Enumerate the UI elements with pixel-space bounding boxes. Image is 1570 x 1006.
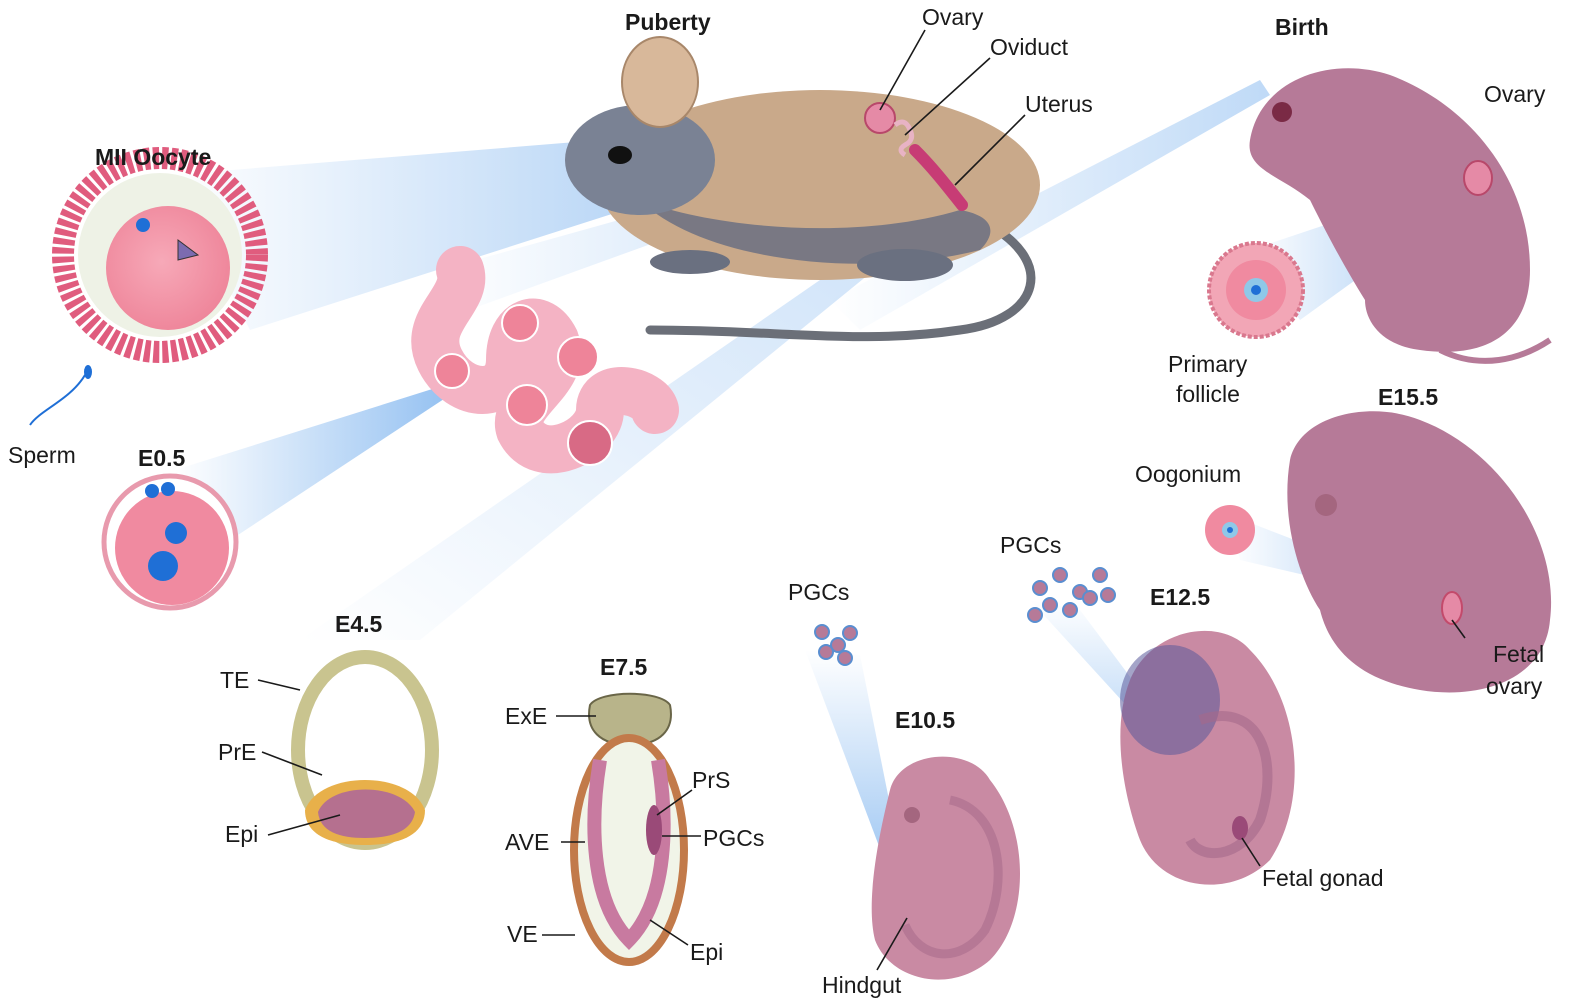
stage-label-e155: E15.5 <box>1378 384 1438 410</box>
oviduct-coil <box>411 246 679 474</box>
oogonium-nucleolus <box>1227 527 1233 533</box>
spindle-icon <box>177 239 200 261</box>
oviduct-embryo-3 <box>557 336 599 378</box>
cumulus-cells <box>52 147 268 363</box>
stage-label-e05: E0.5 <box>138 445 186 471</box>
mii-oocyte <box>29 147 268 426</box>
label-epi-e75: Epi <box>690 939 723 965</box>
sperm-head-icon <box>84 365 92 379</box>
label-pre: PrE <box>218 739 256 765</box>
e05-zygote <box>101 473 239 611</box>
label-primary-follicle-1: Primary <box>1168 351 1248 377</box>
label-exe: ExE <box>505 703 547 729</box>
label-fetal-gonad: Fetal gonad <box>1262 865 1383 891</box>
mouse-belly-shadow <box>640 200 991 264</box>
stage-label-puberty: Puberty <box>625 9 711 35</box>
pup-body <box>1249 68 1530 352</box>
blastocyst-epiblast <box>318 789 415 838</box>
label-epi-e45: Epi <box>225 821 258 847</box>
e155-fetus <box>1205 411 1552 693</box>
e75-egg-cylinder <box>570 692 688 966</box>
zygote-polar-body-2 <box>161 482 175 496</box>
pronucleus-1 <box>165 522 187 544</box>
ovary-organ <box>864 102 896 134</box>
oviduct-organ <box>893 119 915 158</box>
newborn-pup <box>1249 68 1552 364</box>
label-pgcs-e125: PGCs <box>1000 532 1061 558</box>
polar-body-icon <box>136 218 150 232</box>
primitive-streak <box>646 805 662 855</box>
oocyte-cytoplasm <box>106 206 230 330</box>
e105-spine <box>900 795 1003 959</box>
pup-tail <box>1438 337 1552 364</box>
label-uterus: Uterus <box>1025 91 1093 117</box>
reproductive-tract <box>864 102 968 211</box>
beam-oviduct-to-embryo <box>175 385 450 560</box>
pgcs-cluster-e125 <box>1027 567 1116 623</box>
oviduct-embryo-1 <box>434 353 470 389</box>
e105-eye-icon <box>904 807 920 823</box>
e155-fetal-ovary <box>1441 591 1463 625</box>
stage-label-mii-oocyte: MII Oocyte <box>95 144 211 170</box>
zygote-polar-body-1 <box>145 484 159 498</box>
label-ve: VE <box>507 921 538 947</box>
e105-embryo <box>814 624 1020 980</box>
label-ovary-adult: Ovary <box>922 4 984 30</box>
pronucleus-2 <box>148 551 178 581</box>
label-oogonium: Oogonium <box>1135 461 1241 487</box>
label-hindgut: Hindgut <box>822 972 902 998</box>
pgcs-cluster-e105 <box>814 624 858 666</box>
oviduct-embryo-2 <box>501 304 539 342</box>
e155-body <box>1287 411 1552 693</box>
e125-head-shadow <box>1120 645 1220 755</box>
e45-blastocyst <box>291 650 439 850</box>
adult-mouse <box>565 36 1040 342</box>
stage-label-birth: Birth <box>1275 14 1329 40</box>
label-pgcs-e75: PGCs <box>703 825 764 851</box>
label-ovary-newborn: Ovary <box>1484 81 1546 107</box>
uterus-organ <box>909 144 968 211</box>
stage-label-e45: E4.5 <box>335 611 383 637</box>
mouse-tail <box>645 215 1036 342</box>
stage-label-e125: E12.5 <box>1150 584 1210 610</box>
label-te: TE <box>220 667 249 693</box>
oviduct-tube <box>411 246 679 474</box>
mouse-foreleg <box>650 250 730 274</box>
text-labels: Puberty Birth MII Oocyte E0.5 E4.5 E7.5 … <box>8 4 1546 998</box>
sperm-icon <box>29 374 86 426</box>
e125-embryo <box>1027 567 1295 885</box>
oviduct-embryo-5 <box>567 420 613 466</box>
label-fetal-ovary-2: ovary <box>1486 673 1543 699</box>
oviduct-embryo-4 <box>506 384 548 426</box>
e125-fetal-gonad <box>1232 816 1248 840</box>
mouse-eye-icon <box>608 146 632 164</box>
pup-eye-icon <box>1272 102 1292 122</box>
label-primary-follicle-2: follicle <box>1176 381 1240 407</box>
follicle-nucleus <box>1251 285 1261 295</box>
e155-eye-icon <box>1315 494 1337 516</box>
label-pgcs-e105: PGCs <box>788 579 849 605</box>
pup-ovary-organ <box>1463 160 1493 196</box>
e125-spine <box>1185 711 1273 858</box>
extraembryonic-ectoderm <box>588 692 672 747</box>
label-fetal-ovary-1: Fetal <box>1493 641 1544 667</box>
leader-lines <box>257 29 1466 971</box>
mouse-head <box>565 105 715 215</box>
label-prs: PrS <box>692 767 730 793</box>
stage-label-e105: E10.5 <box>895 707 955 733</box>
label-sperm: Sperm <box>8 442 76 468</box>
stage-label-e75: E7.5 <box>600 654 648 680</box>
mouse-hindleg <box>857 249 953 281</box>
zygote-cell <box>115 491 229 605</box>
egg-cylinder-epiblast <box>587 758 671 951</box>
mouse-ear <box>621 36 699 128</box>
label-oviduct: Oviduct <box>990 34 1069 60</box>
primary-follicle <box>1207 241 1305 339</box>
label-ave: AVE <box>505 829 549 855</box>
